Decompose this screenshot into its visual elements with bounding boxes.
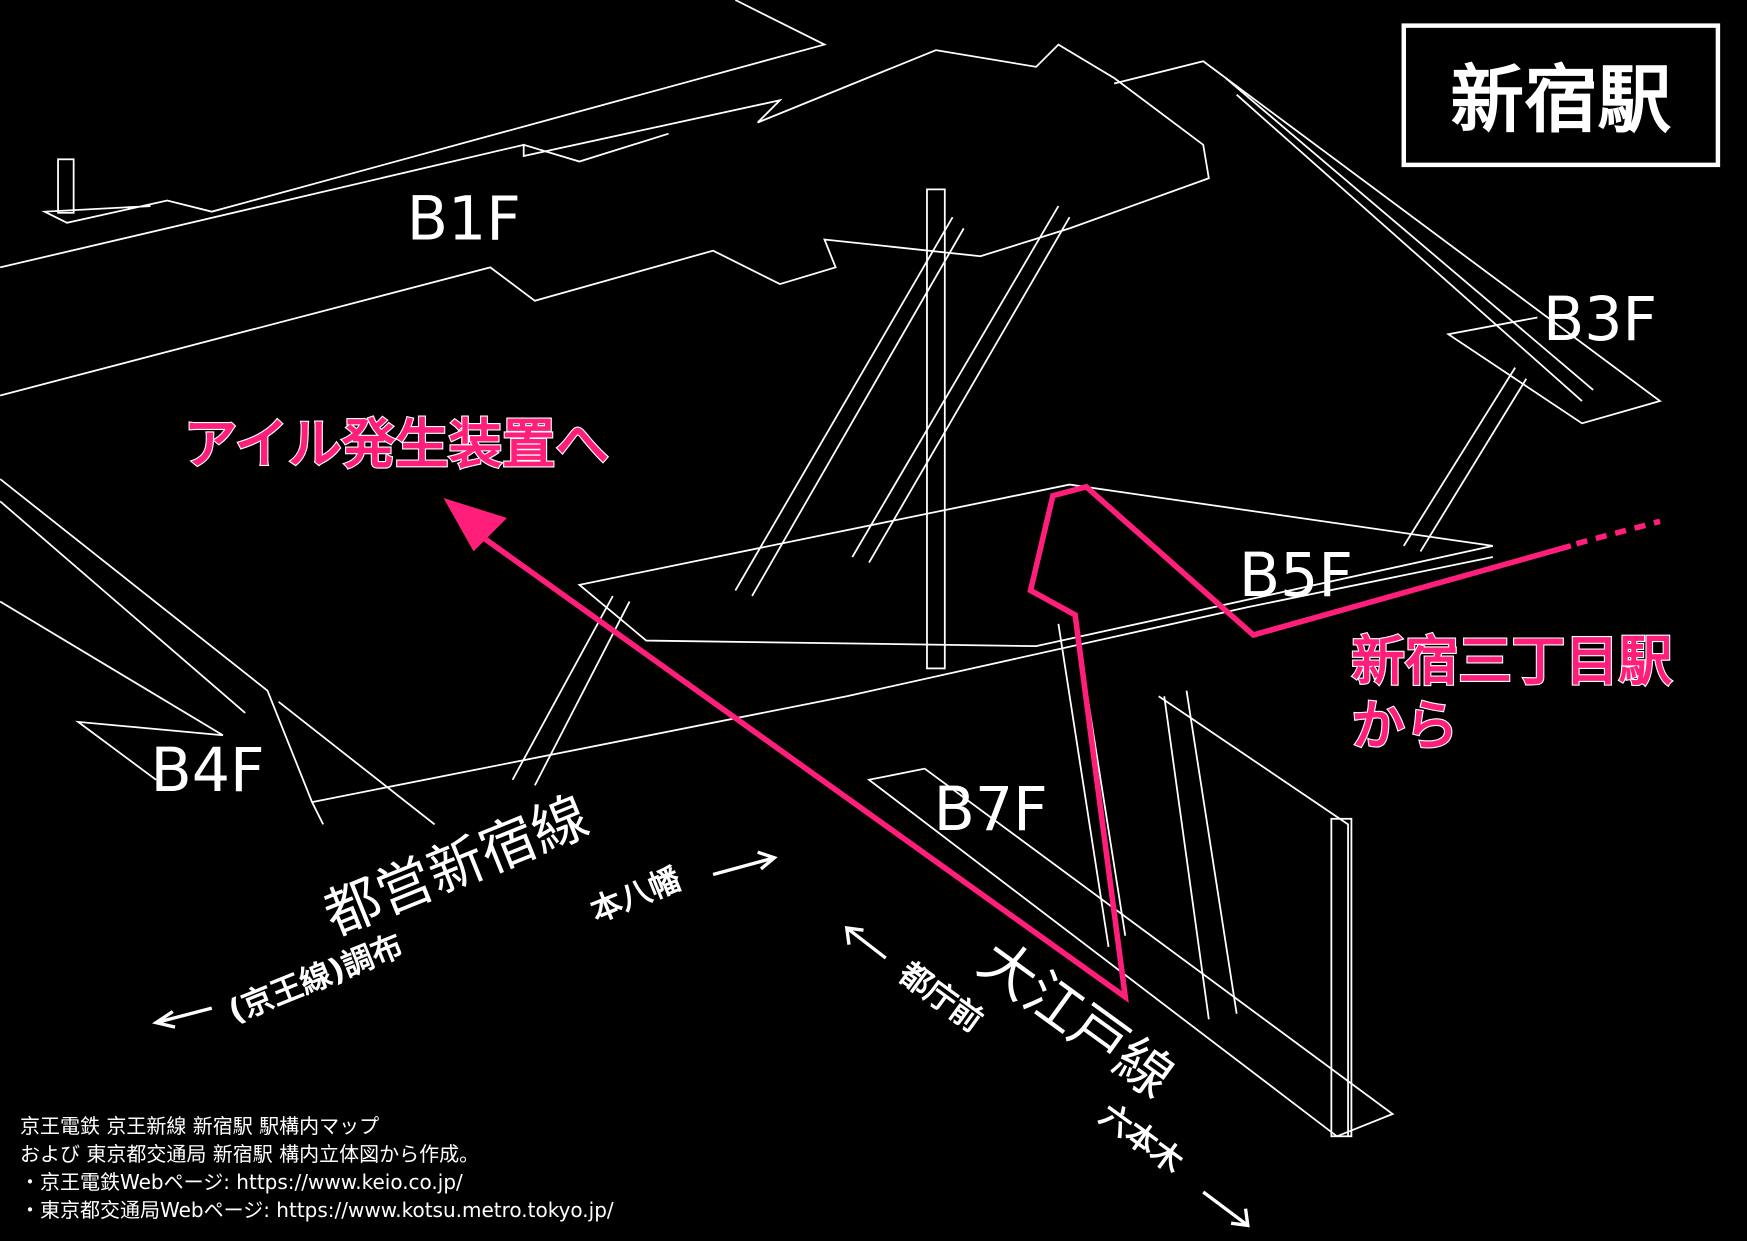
arrow-north-icon [844, 926, 887, 960]
floor-label-b7f: B7F [934, 775, 1048, 845]
oedo-line-south-label: 六本木 [1093, 1097, 1191, 1182]
route-path [477, 483, 1572, 1004]
route-destination-label: アイル発生装置へ [184, 412, 609, 475]
escalator [1057, 623, 1110, 948]
floor-label-b1f: B1F [407, 185, 521, 255]
escalator [1185, 690, 1238, 1014]
escalator [751, 227, 965, 597]
b7f-wall [1158, 695, 1349, 1137]
oedo-line-north-label: 都庁前 [891, 955, 989, 1040]
route-origin-label-2: から [1351, 694, 1458, 757]
pillar [57, 158, 75, 214]
shinjuku-line-label: 都営新宿線 [315, 784, 598, 949]
b3f-floor-outline [1113, 60, 1662, 425]
title-box [1401, 23, 1721, 168]
escalator [511, 595, 614, 781]
arrow-east-icon [712, 850, 778, 877]
escalator [1224, 77, 1594, 391]
b5f-lower-edge [311, 556, 1494, 803]
escalator [734, 216, 954, 591]
credit-line: 京王電鉄 京王新線 新宿駅 駅構内マップ [20, 1114, 380, 1138]
floor-label-b3f: B3F [1543, 285, 1657, 355]
oedo-line-label: 大江戸線 [967, 928, 1185, 1112]
pillar [926, 188, 946, 670]
escalator [868, 216, 1071, 564]
pillar [1330, 817, 1353, 1138]
route-path-dotted [1575, 518, 1661, 547]
floor-label-b4f: B4F [151, 736, 265, 806]
escalator [1236, 94, 1583, 402]
escalator [1403, 367, 1516, 547]
b1f-room [523, 132, 669, 163]
station-title: 新宿駅 [1451, 58, 1672, 143]
route-origin-label: 新宿三丁目駅 [1351, 630, 1672, 693]
b5f-floor-outline [577, 483, 1494, 648]
b1f-floor-outline [0, 43, 1210, 397]
shinjuku-line-east-label: 本八幡 [586, 861, 687, 930]
arrow-west-icon [151, 1006, 213, 1029]
b5f-left-outline [0, 478, 324, 825]
floor-label-b5f: B5F [1239, 541, 1353, 611]
shinjuku-line-west-label: (京王線)調布 [224, 928, 409, 1030]
arrow-south-icon [1202, 1190, 1250, 1228]
credits: 京王電鉄 京王新線 新宿駅 駅構内マップ および 東京都交通局 新宿駅 構内立体… [20, 1112, 614, 1224]
b1f-upper-outline [41, 0, 827, 224]
escalator [0, 500, 246, 714]
b7f-floor-outline [866, 767, 1395, 1138]
credit-line: ・京王電鉄Webページ: https://www.keio.co.jp/ [20, 1170, 463, 1194]
b4f-floor-outline [0, 600, 224, 781]
escalator [1163, 696, 1210, 1020]
credit-line: および 東京都交通局 新宿駅 構内立体図から作成。 [20, 1142, 480, 1166]
escalator [851, 205, 1060, 558]
escalator [1419, 378, 1528, 552]
route-arrowhead-icon [443, 497, 507, 552]
credit-line: ・東京都交通局Webページ: https://www.kotsu.metro.t… [20, 1198, 614, 1222]
escalator [278, 701, 436, 826]
